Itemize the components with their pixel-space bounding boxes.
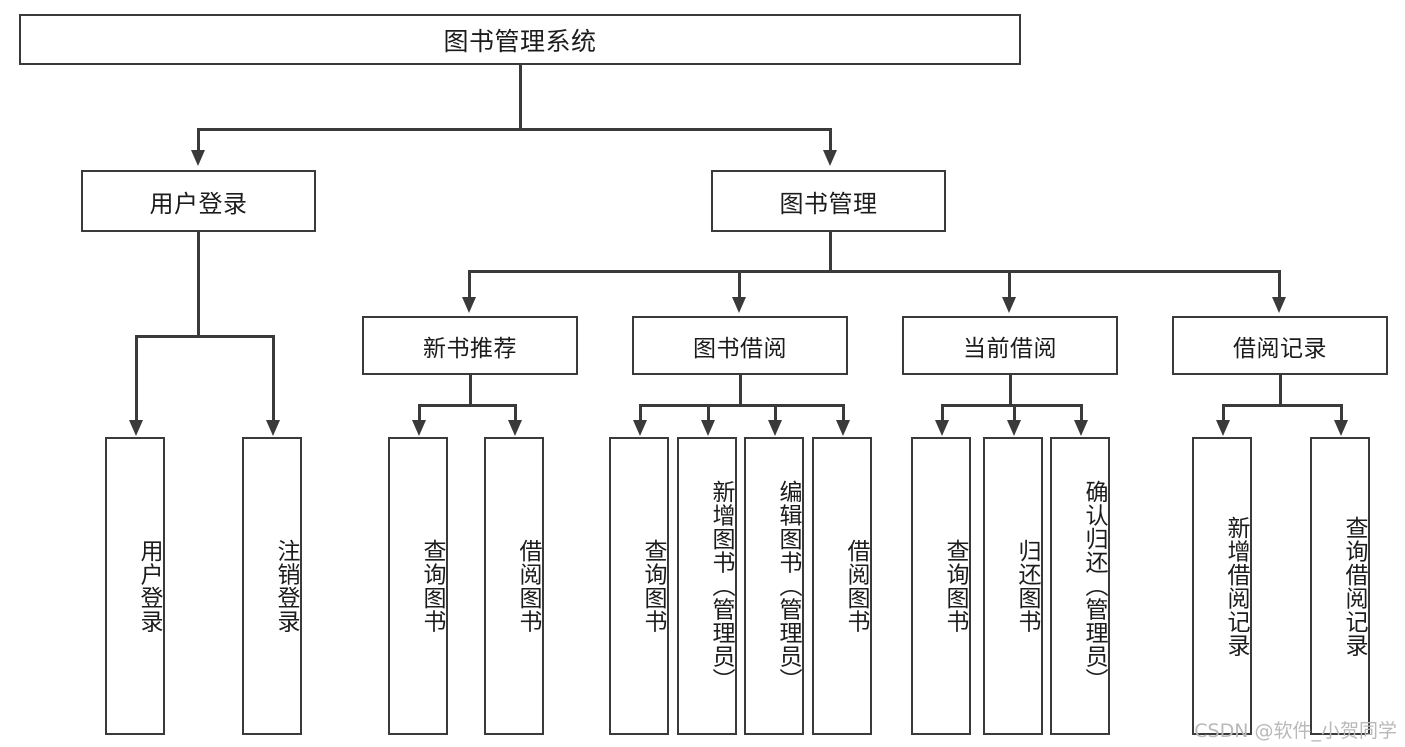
leaf-br-query-record[interactable]: 查询借阅记录 xyxy=(1310,437,1370,735)
connector-user-login-bus xyxy=(135,335,274,338)
connector-book-borrow-bus xyxy=(639,404,843,407)
connector-cb-leaf3 xyxy=(1080,404,1083,423)
node-label: 借阅图书 xyxy=(515,539,541,633)
arrowhead-bb-add-book xyxy=(701,420,715,436)
node-user-login[interactable]: 用户登录 xyxy=(81,170,316,232)
arrowhead-current-borrow xyxy=(1002,297,1016,313)
arrowhead-leaf-user-login xyxy=(129,420,143,436)
leaf-nb-query-book[interactable]: 查询图书 xyxy=(388,437,448,735)
arrowhead-borrow-book xyxy=(732,297,746,313)
node-label: 用户登录 xyxy=(136,539,162,633)
arrowhead-bb-borrow-book xyxy=(836,420,850,436)
arrowhead-user-login xyxy=(191,150,205,166)
arrowhead-new-book xyxy=(462,297,476,313)
leaf-bb-query-book[interactable]: 查询图书 xyxy=(609,437,669,735)
connector-book-borrow-stem xyxy=(739,375,742,406)
node-borrow-record[interactable]: 借阅记录 xyxy=(1172,316,1388,375)
arrowhead-br-add-record xyxy=(1216,420,1230,436)
node-label: 查询图书 xyxy=(640,539,666,633)
leaf-bb-add-book[interactable]: 新增图书（管理员） xyxy=(677,437,737,735)
node-label: 图书管理 xyxy=(779,189,878,218)
arrowhead-cb-confirm-return xyxy=(1074,420,1088,436)
connector-current-borrow-bus xyxy=(941,404,1080,407)
node-book-borrow[interactable]: 图书借阅 xyxy=(632,316,848,375)
connector-root-stem xyxy=(519,65,522,130)
connector-bb-leaf1 xyxy=(639,404,642,423)
connector-bb-leaf4 xyxy=(842,404,845,423)
arrowhead-bb-edit-book xyxy=(768,420,782,436)
connector-to-borrow-record xyxy=(1278,270,1281,300)
connector-to-borrow-book xyxy=(738,270,741,300)
connector-root-bus xyxy=(197,128,831,131)
connector-user-login-leaf1 xyxy=(135,335,138,423)
node-label: 当前借阅 xyxy=(963,335,1057,362)
node-label: 新书推荐 xyxy=(423,335,517,362)
connector-user-login-leaf2 xyxy=(272,335,275,423)
connector-to-user-login xyxy=(197,128,200,152)
node-label: 查询图书 xyxy=(419,539,445,633)
node-root-system[interactable]: 图书管理系统 xyxy=(19,14,1021,65)
node-current-borrow[interactable]: 当前借阅 xyxy=(902,316,1118,375)
connector-bb-leaf3 xyxy=(774,404,777,423)
connector-to-current-borrow xyxy=(1008,270,1011,300)
connector-bb-leaf2 xyxy=(707,404,710,423)
node-label: 图书管理系统 xyxy=(443,26,597,56)
connector-cb-leaf2 xyxy=(1013,404,1016,423)
leaf-bb-edit-book[interactable]: 编辑图书（管理员） xyxy=(744,437,804,735)
connector-to-new-book xyxy=(468,270,471,300)
connector-borrow-record-stem xyxy=(1279,375,1282,406)
leaf-user-login[interactable]: 用户登录 xyxy=(105,437,165,735)
node-label: 查询借阅记录 xyxy=(1341,515,1367,657)
arrowhead-nb-borrow-book xyxy=(508,420,522,436)
node-label: 注销登录 xyxy=(273,539,299,633)
node-new-book-recommend[interactable]: 新书推荐 xyxy=(362,316,578,375)
node-label: 归还图书 xyxy=(1014,539,1040,633)
connector-new-book-leaf1 xyxy=(418,404,421,423)
arrowhead-leaf-logout xyxy=(266,420,280,436)
connector-new-book-bus xyxy=(418,404,516,407)
connector-current-borrow-stem xyxy=(1009,375,1012,406)
arrowhead-br-query-record xyxy=(1334,420,1348,436)
connector-new-book-leaf2 xyxy=(514,404,517,423)
connector-cb-leaf1 xyxy=(941,404,944,423)
arrowhead-cb-return-book xyxy=(1007,420,1021,436)
node-label: 编辑图书（管理员） xyxy=(775,480,801,692)
node-label: 确认归还（管理员） xyxy=(1081,480,1107,692)
connector-user-login-stem xyxy=(197,232,200,337)
arrowhead-borrow-record xyxy=(1272,297,1286,313)
connector-borrow-record-bus xyxy=(1222,404,1341,407)
node-label: 图书借阅 xyxy=(693,335,787,362)
connector-new-book-stem xyxy=(469,375,472,406)
node-label: 借阅记录 xyxy=(1233,335,1327,362)
node-book-management[interactable]: 图书管理 xyxy=(711,170,946,232)
connector-br-leaf2 xyxy=(1340,404,1343,423)
node-label: 借阅图书 xyxy=(843,539,869,633)
leaf-bb-borrow-book[interactable]: 借阅图书 xyxy=(812,437,872,735)
connector-br-leaf1 xyxy=(1222,404,1225,423)
arrowhead-cb-query-book xyxy=(935,420,949,436)
node-label: 用户登录 xyxy=(149,189,248,218)
connector-to-book-mgmt xyxy=(829,128,832,152)
leaf-br-add-record[interactable]: 新增借阅记录 xyxy=(1192,437,1252,735)
leaf-cb-return-book[interactable]: 归还图书 xyxy=(983,437,1043,735)
csdn-watermark: CSDN @软件_小贺同学 xyxy=(1194,720,1397,742)
arrowhead-bb-query-book xyxy=(633,420,647,436)
leaf-cb-query-book[interactable]: 查询图书 xyxy=(911,437,971,735)
leaf-cb-confirm-return[interactable]: 确认归还（管理员） xyxy=(1050,437,1110,735)
node-label: 新增借阅记录 xyxy=(1223,515,1249,657)
leaf-nb-borrow-book[interactable]: 借阅图书 xyxy=(484,437,544,735)
node-label: 查询图书 xyxy=(942,539,968,633)
leaf-logout[interactable]: 注销登录 xyxy=(242,437,302,735)
node-label: 新增图书（管理员） xyxy=(708,480,734,692)
connector-book-mgmt-bus xyxy=(468,270,1280,273)
arrowhead-nb-query-book xyxy=(412,420,426,436)
connector-book-mgmt-stem xyxy=(829,232,832,272)
arrowhead-book-mgmt xyxy=(823,150,837,166)
